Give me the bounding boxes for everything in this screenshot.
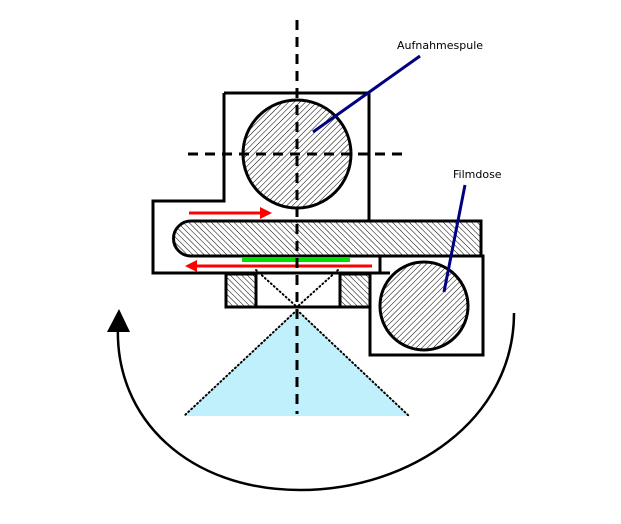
- film-canister-label: Filmdose: [453, 168, 502, 181]
- lens-block-left: [224, 272, 258, 309]
- lens-aperture-right: [296, 269, 339, 308]
- lens-block-right: [338, 272, 372, 309]
- lens-aperture-left: [255, 269, 298, 308]
- film-canister-leader: [442, 184, 467, 293]
- light-cone-left-edge: [183, 309, 298, 417]
- film-canister: [378, 260, 470, 352]
- light-cone-right-edge: [296, 309, 410, 417]
- canister-housing: [368, 254, 485, 357]
- film-direction-arrow-left: [185, 260, 372, 272]
- rotation-arrow: [116, 312, 516, 492]
- film-direction-arrow-right: [189, 207, 272, 219]
- takeup-spool-leader: [312, 54, 421, 134]
- takeup-spool-label: Aufnahmespule: [397, 39, 483, 52]
- rotation-arrow-head: [107, 309, 130, 332]
- film-strip: [172, 219, 483, 258]
